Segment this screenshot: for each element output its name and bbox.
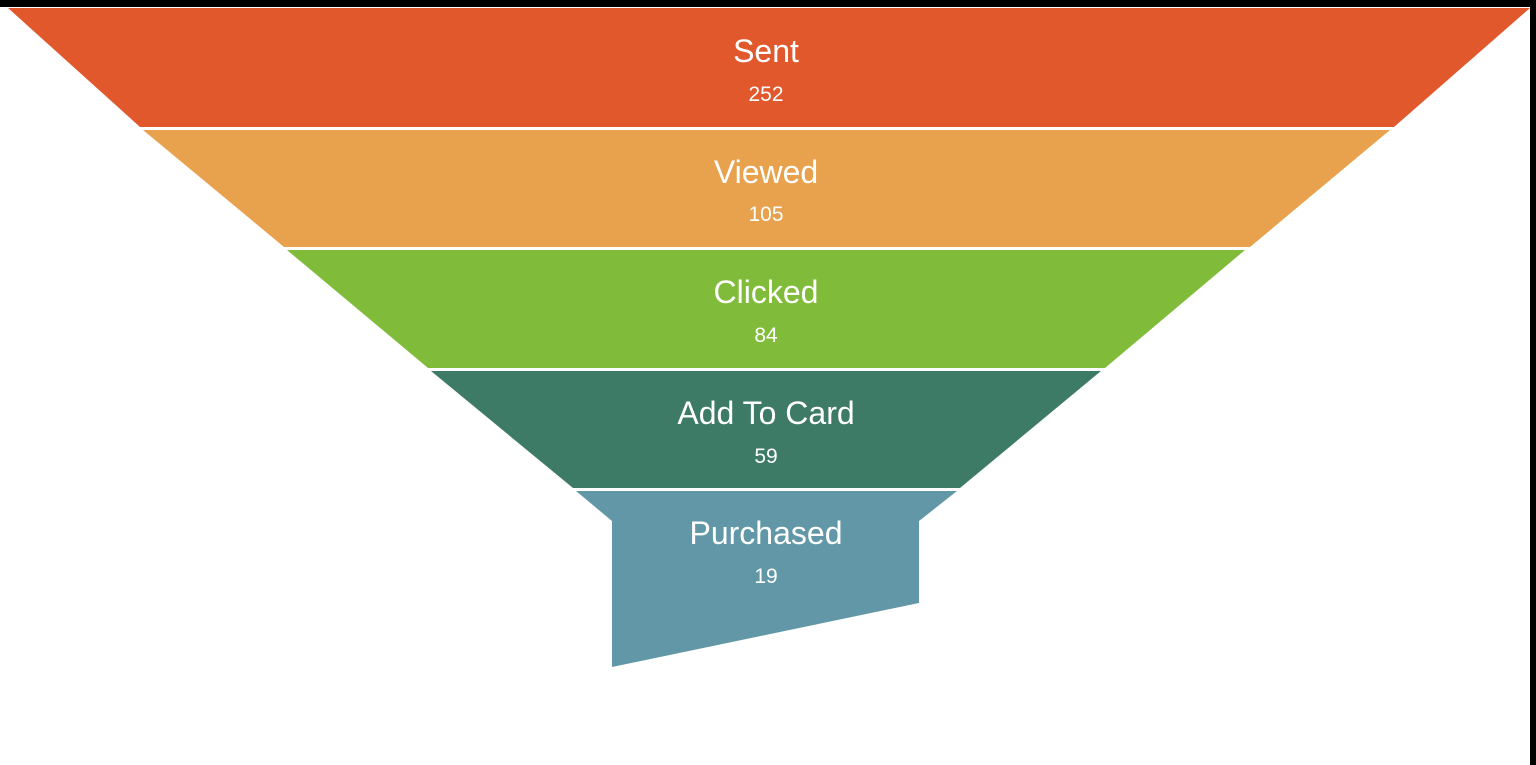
stage-label: Viewed: [714, 154, 818, 190]
stage-value: 19: [754, 565, 777, 588]
funnel-stage-shapes: [8, 8, 1530, 667]
funnel-stage-purchased: [576, 491, 957, 667]
funnel-stage-sent: [8, 8, 1530, 127]
stage-value: 59: [754, 445, 777, 468]
stage-value: 252: [748, 83, 783, 106]
funnel-stage-viewed: [143, 130, 1390, 247]
stage-label: Sent: [733, 33, 799, 69]
funnel-stage-add-to-card: [431, 371, 1101, 488]
funnel-stage-clicked: [287, 250, 1245, 368]
stage-label: Add To Card: [677, 395, 854, 431]
stage-value: 84: [754, 324, 778, 347]
stage-value: 105: [748, 203, 783, 226]
stage-label: Purchased: [690, 515, 843, 551]
stage-label: Clicked: [714, 274, 819, 310]
